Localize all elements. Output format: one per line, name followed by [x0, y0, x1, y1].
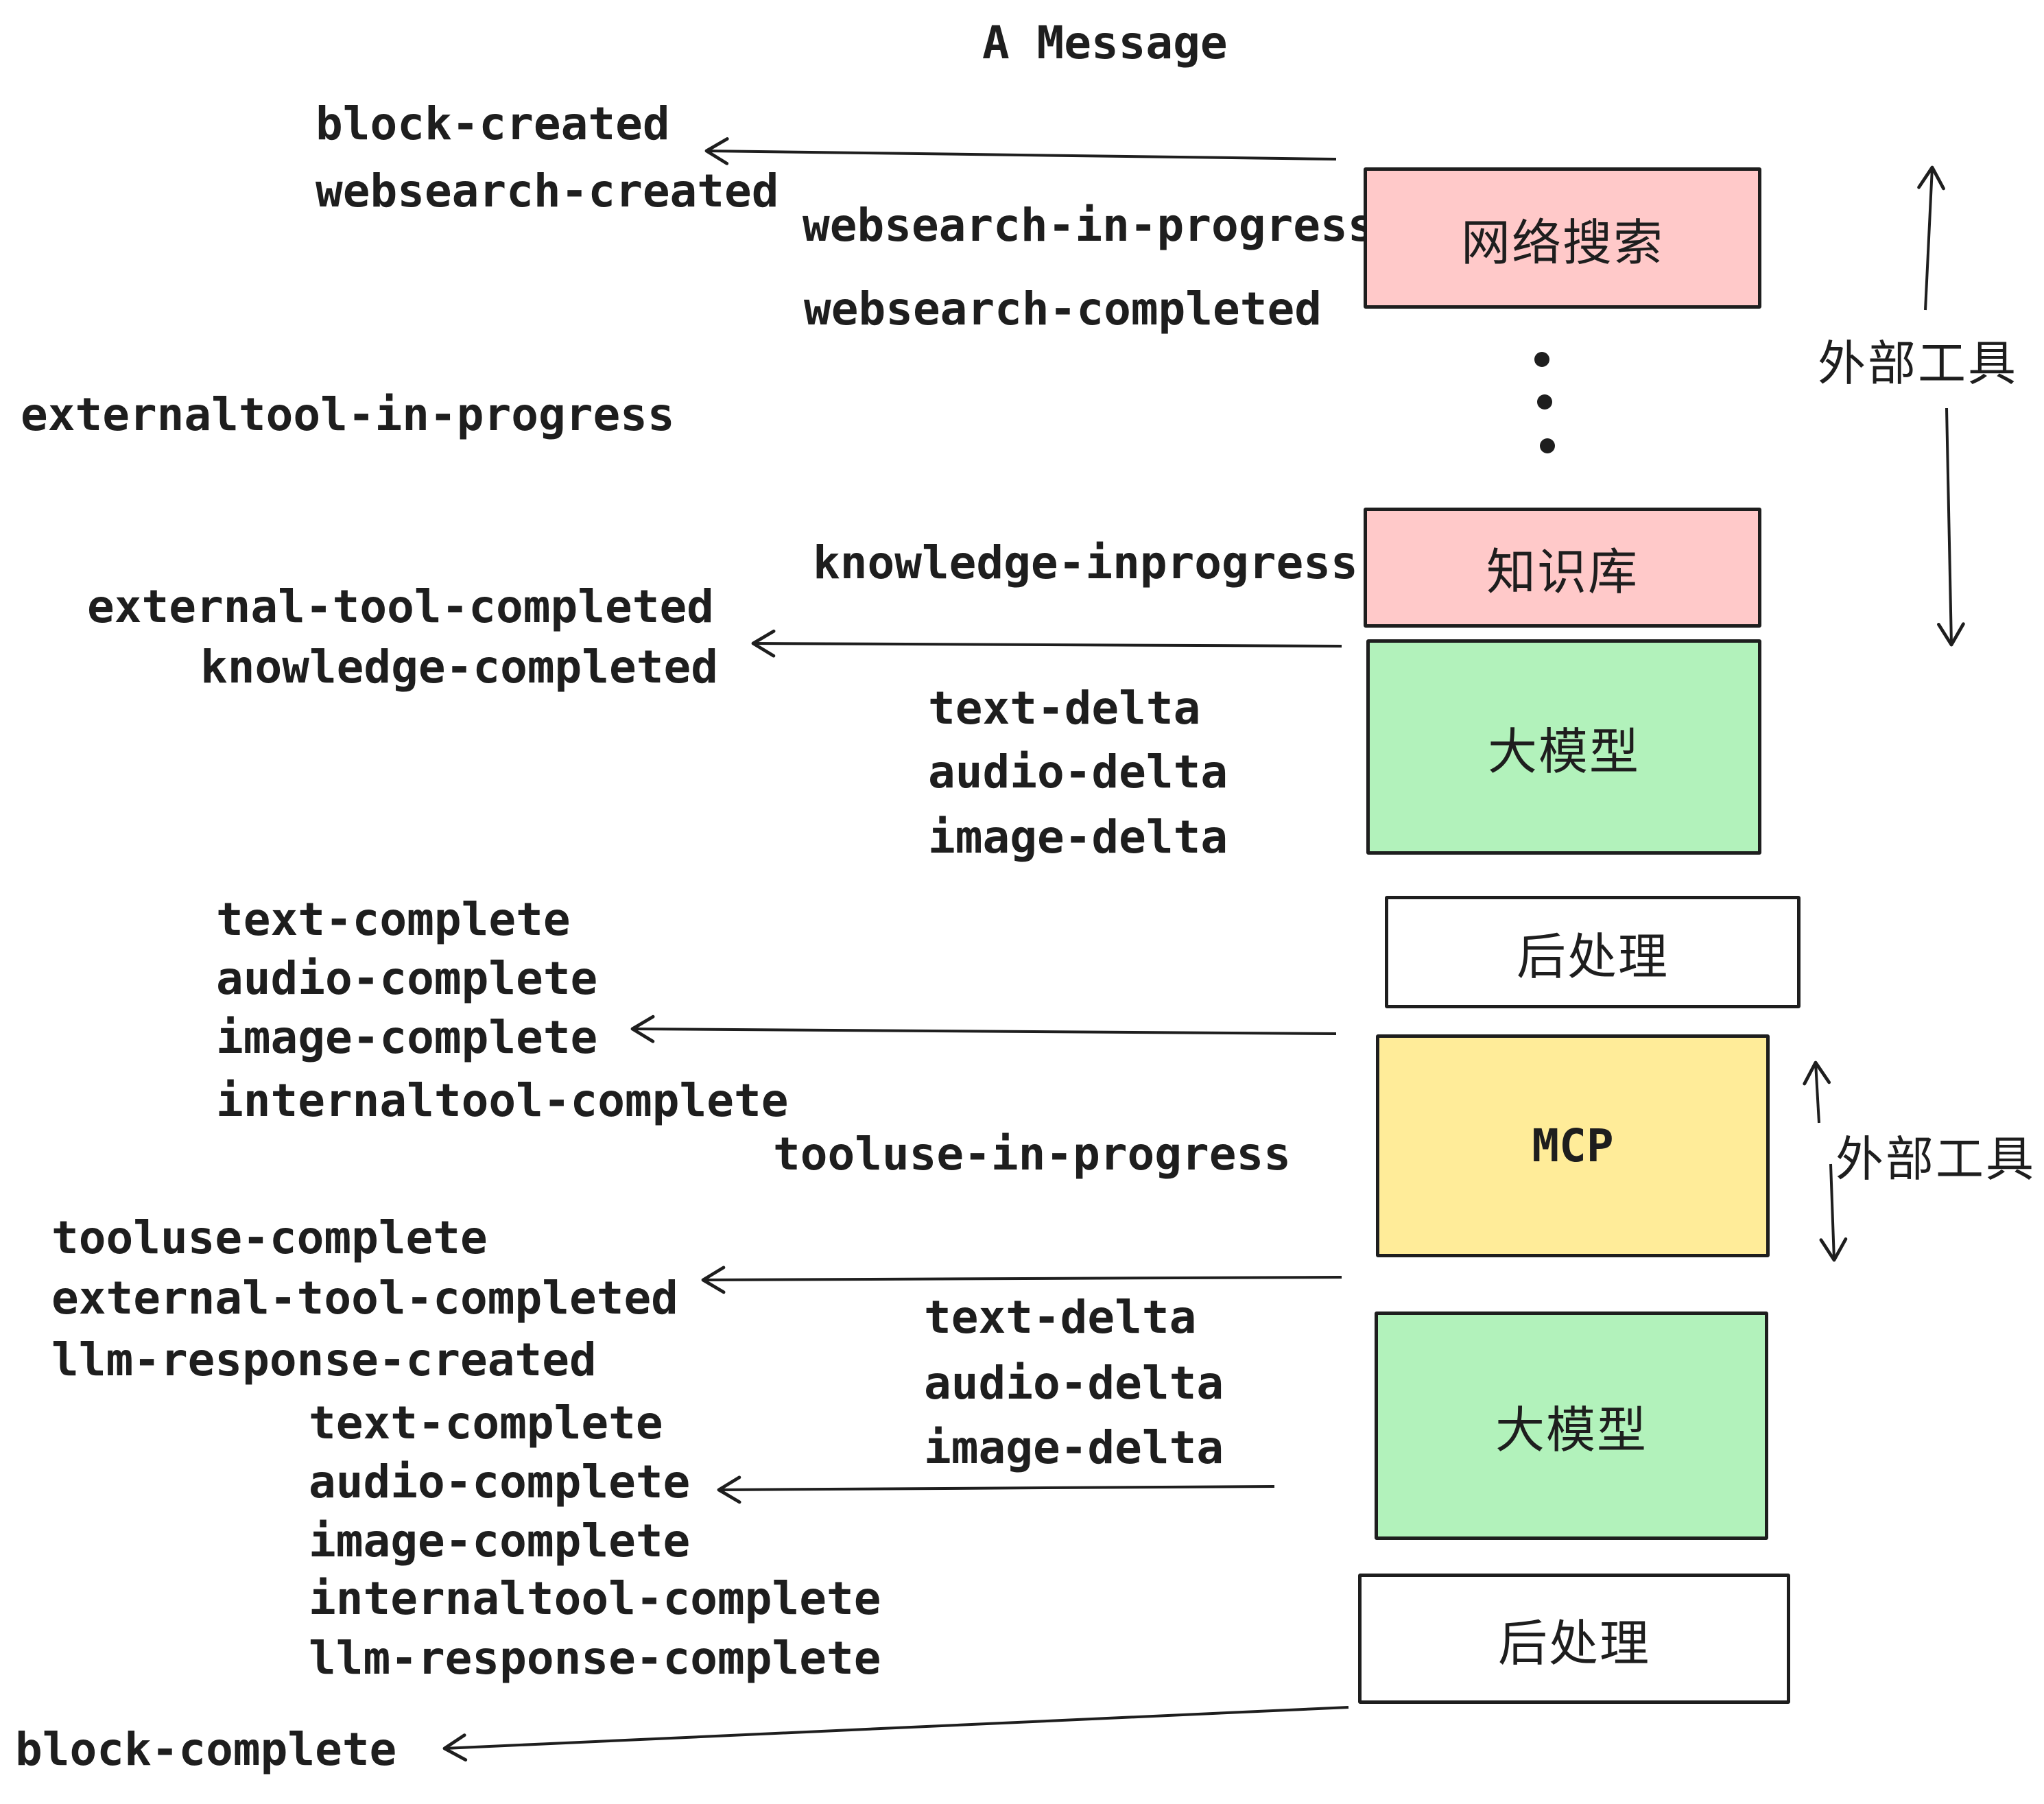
event-label-image-complete-2: image-complete [309, 1515, 691, 1567]
arrow-postprocess-to-block-complete [442, 1706, 1349, 1762]
external-tools-up-arrow-top [1917, 165, 1945, 311]
arrow-llm-to-knowledge-completed [751, 629, 1342, 658]
event-label-external-tool-completed: external-tool-completed [87, 580, 714, 633]
event-label-image-delta-2: image-delta [924, 1421, 1224, 1474]
external-tools-annotation-top: 外部工具 [1818, 335, 2018, 392]
arrow-mcp-to-image-complete [630, 1014, 1337, 1043]
event-label-text-complete-2: text-complete [309, 1397, 663, 1449]
box-llm-2: 大模型 [1375, 1312, 1768, 1540]
event-label-audio-delta-2: audio-delta [924, 1357, 1224, 1410]
external-tools-down-arrow-mid [1819, 1163, 1848, 1262]
arrow-to-tooluse-complete [701, 1266, 1342, 1294]
event-label-knowledge-completed: knowledge-completed [200, 641, 718, 693]
box-postprocess-2: 后处理 [1358, 1574, 1790, 1704]
event-label-text-delta: text-delta [928, 682, 1201, 735]
event-label-internaltool-complete-2: internaltool-complete [309, 1572, 881, 1625]
event-label-block-created: block-created [316, 97, 670, 150]
event-label-text-delta-2: text-delta [924, 1291, 1197, 1344]
external-tools-annotation-mid: 外部工具 [1835, 1131, 2036, 1187]
box-websearch-label: 网络搜索 [1460, 213, 1664, 272]
event-label-image-delta: image-delta [928, 811, 1228, 864]
external-tools-up-arrow-mid [1803, 1060, 1831, 1124]
ellipsis-dot-2 [1537, 394, 1552, 410]
box-llm-1: 大模型 [1366, 639, 1761, 855]
box-postprocess-1: 后处理 [1385, 896, 1801, 1008]
box-postprocess-1-label: 后处理 [1516, 927, 1669, 986]
event-label-websearch-created: websearch-created [316, 165, 779, 217]
event-label-llm-response-created: llm-response-created [51, 1333, 597, 1386]
box-knowledge-base-label: 知识库 [1486, 543, 1639, 601]
box-websearch: 网络搜索 [1364, 167, 1761, 309]
event-label-tooluse-in-progress: tooluse-in-progress [773, 1128, 1291, 1180]
external-tools-down-arrow-top [1936, 407, 1965, 647]
event-label-audio-complete: audio-complete [216, 952, 598, 1005]
box-postprocess-2-label: 后处理 [1497, 1614, 1650, 1672]
event-label-websearch-completed: websearch-completed [804, 283, 1322, 335]
event-label-audio-complete-2: audio-complete [309, 1456, 691, 1508]
event-label-image-complete: image-complete [216, 1011, 598, 1064]
arrow-llm2-to-audio-complete [717, 1475, 1275, 1504]
event-label-internaltool-complete: internaltool-complete [216, 1074, 789, 1127]
box-mcp-label: MCP [1532, 1119, 1614, 1172]
ellipsis-dot-1 [1534, 352, 1549, 367]
ellipsis-dot-3 [1540, 438, 1555, 453]
box-mcp: MCP [1376, 1034, 1770, 1257]
event-label-audio-delta: audio-delta [928, 746, 1228, 798]
event-label-block-complete: block-complete [15, 1723, 397, 1776]
box-llm-1-label: 大模型 [1487, 722, 1640, 781]
box-llm-2-label: 大模型 [1495, 1401, 1648, 1459]
event-label-knowledge-inprogress: knowledge-inprogress [813, 536, 1358, 589]
event-label-external-tool-completed-2: external-tool-completed [51, 1272, 678, 1325]
event-label-externaltool-in-progress: externaltool-in-progress [21, 388, 675, 441]
event-label-llm-response-complete: llm-response-complete [309, 1632, 881, 1685]
arrow-websearch-to-block-created [704, 137, 1337, 165]
event-label-text-complete: text-complete [216, 893, 571, 946]
event-label-tooluse-complete: tooluse-complete [51, 1211, 488, 1264]
diagram-title: A Message [982, 16, 1228, 69]
box-knowledge-base: 知识库 [1364, 508, 1761, 628]
event-label-websearch-in-progress: websearch-in-progress [803, 199, 1375, 252]
